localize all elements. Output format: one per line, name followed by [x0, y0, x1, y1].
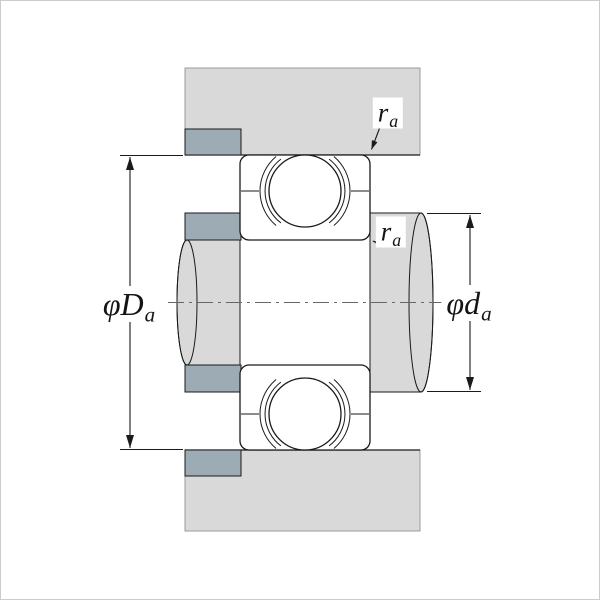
dim-subscript: a	[481, 301, 492, 326]
leader-ra-top	[370, 126, 381, 150]
dim-letter: d	[464, 285, 481, 321]
shaft-shoulder-block-lower	[184, 364, 242, 393]
dim-subscript: a	[144, 302, 156, 327]
phi-symbol: φ	[446, 285, 465, 321]
cage-arc-top-left-outer	[259, 156, 277, 226]
dim-letter: D	[120, 286, 144, 322]
bearing-section-bottom	[239, 364, 371, 451]
shoulder-blocks	[184, 128, 242, 477]
dim-subscript: a	[389, 110, 399, 131]
fillet-label-ra-mid: ra	[375, 216, 407, 250]
housing-shoulder-block-top	[184, 128, 242, 156]
cage-arc-top-right-outer	[333, 156, 351, 226]
bearing-section-top	[239, 154, 371, 241]
dim-letter: r	[380, 216, 392, 247]
cage-arc-bottom-left-outer	[259, 379, 277, 449]
shaft-shoulder-block-upper	[184, 212, 242, 241]
cage-arc-bottom-right-inner	[328, 381, 346, 447]
cage-arc-top-left-inner	[264, 158, 282, 224]
cage-arc-top-right-inner	[328, 158, 346, 224]
fillet-label-ra-top: ra	[372, 97, 404, 131]
cage-arc-bottom-right-outer	[333, 379, 351, 449]
cage-arc-bottom-left-inner	[264, 381, 282, 447]
dim-label-da: φda	[441, 285, 497, 326]
housing-shoulder-block-bottom	[184, 449, 242, 477]
dim-label-Da: φDa	[97, 286, 161, 327]
dim-subscript: a	[392, 229, 402, 250]
dim-letter: r	[377, 97, 389, 128]
ball-top	[268, 154, 342, 228]
phi-symbol: φ	[102, 286, 121, 322]
ball-bottom	[268, 377, 342, 451]
